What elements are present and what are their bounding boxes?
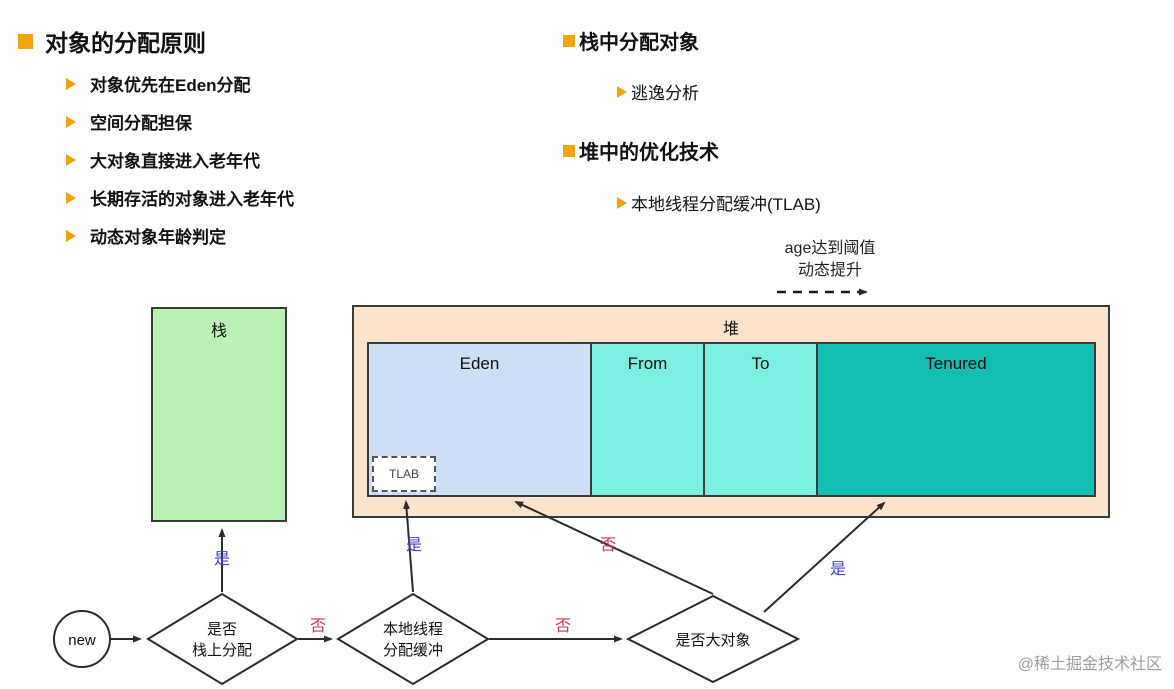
no-label-2: 否 <box>555 618 571 635</box>
decision-tlab-line1: 本地线程 <box>383 621 443 638</box>
decision-stack-alloc-line2: 栈上分配 <box>192 642 252 659</box>
principle-label: 对象优先在Eden分配 <box>90 76 251 95</box>
region-tenured-label: Tenured <box>925 354 987 373</box>
principle-item-0: 对象优先在Eden分配 <box>66 72 294 95</box>
escape-analysis-item: 逃逸分析 <box>617 79 699 104</box>
tlab-item-label: 本地线程分配缓冲(TLAB) <box>631 195 821 214</box>
arrow-bullet-icon <box>617 196 627 209</box>
region-from-label: From <box>627 354 668 373</box>
decision-tlab <box>336 592 490 686</box>
tlab-box-label: TLAB <box>388 467 419 481</box>
allocation-principles-list: 对象优先在Eden分配 空间分配担保 大对象直接进入老年代 长期存活的对象进入老… <box>66 72 294 247</box>
principle-label: 大对象直接进入老年代 <box>90 152 260 171</box>
principle-item-2: 大对象直接进入老年代 <box>66 148 294 171</box>
start-label: new <box>68 632 96 649</box>
principle-item-1: 空间分配担保 <box>66 110 294 133</box>
age-note-line2: 动态提升 <box>797 262 862 279</box>
section-title-label: 堆中的优化技术 <box>579 142 719 164</box>
region-tenured: Tenured <box>816 342 1096 497</box>
principle-item-4: 动态对象年龄判定 <box>66 224 294 247</box>
principle-label: 长期存活的对象进入老年代 <box>90 190 294 209</box>
principle-label: 空间分配担保 <box>90 114 192 133</box>
heap-opt-section-title: 堆中的优化技术 <box>563 136 719 165</box>
decision-tlab-line2: 分配缓冲 <box>383 642 443 659</box>
no-label-eden: 否 <box>600 537 616 554</box>
escape-analysis-label: 逃逸分析 <box>631 84 699 103</box>
start-node <box>53 610 111 668</box>
arrow-bullet-icon <box>66 229 76 242</box>
age-note-line1: age达到阈值 <box>784 240 876 257</box>
yes-label-stack: 是 <box>214 551 230 568</box>
bullet-square-icon <box>563 34 575 47</box>
tlab-item: 本地线程分配缓冲(TLAB) <box>617 190 821 215</box>
yes-label-tenured: 是 <box>830 561 846 578</box>
arrow-decision3-to-tenured <box>763 501 886 613</box>
decision-stack-alloc-line1: 是否 <box>207 621 237 638</box>
arrow-bullet-icon <box>617 85 627 98</box>
arrow-bullet-icon <box>66 77 76 90</box>
decision-stack-alloc <box>146 592 299 686</box>
decision-large-object-label: 是否大对象 <box>675 632 750 649</box>
principle-label: 动态对象年龄判定 <box>90 228 226 247</box>
region-to: To <box>703 342 818 497</box>
heap-label: 堆 <box>722 321 739 338</box>
watermark: @稀土掘金技术社区 <box>1017 656 1162 673</box>
bullet-square-icon <box>563 144 575 157</box>
yes-label-tlab: 是 <box>406 537 422 554</box>
region-eden-label: Eden <box>459 354 500 373</box>
arrow-bullet-icon <box>66 115 76 128</box>
no-label-1: 否 <box>310 618 326 635</box>
stack-alloc-section-title: 栈中分配对象 <box>563 26 699 55</box>
section-title-label: 栈中分配对象 <box>579 32 699 54</box>
region-from: From <box>590 342 705 497</box>
arrow-bullet-icon <box>66 153 76 166</box>
main-title-row: 对象的分配原则 <box>18 24 206 58</box>
bullet-square-icon <box>18 33 33 49</box>
heap-regions: Eden From To Tenured <box>367 342 1096 497</box>
age-threshold-note: age达到阈值 动态提升 <box>762 238 898 282</box>
principle-item-3: 长期存活的对象进入老年代 <box>66 186 294 209</box>
region-to-label: To <box>751 354 770 373</box>
decision-large-object <box>625 594 801 684</box>
stack-label: 栈 <box>210 323 227 340</box>
tlab-box: TLAB <box>372 456 436 492</box>
stack-box: 栈 <box>151 307 287 522</box>
arrow-bullet-icon <box>66 191 76 204</box>
page-title: 对象的分配原则 <box>45 30 206 56</box>
